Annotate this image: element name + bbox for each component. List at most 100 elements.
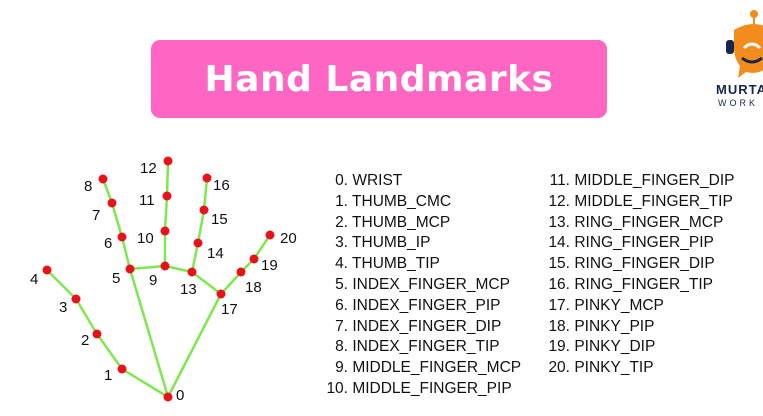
landmark-list-item: 1. THUMB_CMC	[322, 192, 521, 213]
landmark-node-label: 2	[81, 332, 89, 349]
landmark-node	[163, 156, 173, 166]
landmark-name: INDEX_FINGER_MCP	[352, 275, 510, 293]
hand-edge	[128, 268, 170, 398]
page-title: Hand Landmarks	[204, 58, 554, 100]
landmark-name: INDEX_FINGER_TIP	[352, 338, 500, 356]
hand-skeleton-edges	[46, 160, 272, 399]
landmark-node	[71, 294, 81, 304]
landmark-node-label: 6	[104, 235, 112, 252]
landmark-index: 17.	[548, 296, 570, 314]
hand-landmark-nodes	[42, 156, 275, 402]
landmark-node-label: 0	[176, 387, 184, 404]
landmark-name: PINKY_DIP	[574, 338, 656, 356]
landmark-name: MIDDLE_FINGER_DIP	[574, 172, 735, 189]
landmark-list-item: 14. RING_FINGER_PIP	[546, 233, 735, 254]
landmark-node	[42, 265, 52, 275]
landmark-index: 11.	[549, 172, 570, 189]
landmark-list-item: 16. RING_FINGER_TIP	[546, 275, 735, 296]
hand-edge	[163, 195, 169, 232]
landmark-node	[265, 230, 275, 240]
hand-edge	[165, 160, 170, 197]
landmark-index: 10.	[326, 379, 348, 397]
landmark-node-label: 17	[221, 301, 238, 318]
landmark-list-item: 10. MIDDLE_FINGER_PIP	[322, 379, 521, 400]
hand-edge	[95, 333, 124, 370]
landmark-list-item: 13. RING_FINGER_MCP	[546, 213, 735, 234]
landmark-name: THUMB_CMC	[352, 192, 452, 210]
landmark-node	[249, 254, 259, 264]
landmark-node	[199, 205, 209, 215]
logo: MURTA WORK	[712, 0, 763, 130]
landmark-list-item: 7. INDEX_FINGER_DIP	[322, 317, 521, 338]
hand-edge	[220, 271, 242, 295]
hand-edge	[120, 236, 132, 270]
hand-edge	[196, 209, 206, 244]
landmark-node	[98, 174, 108, 184]
landmark-node	[92, 329, 102, 339]
landmark-name: RING_FINGER_TIP	[574, 275, 713, 293]
logo-subtext: WORK	[718, 98, 758, 108]
landmark-list-item: 2. THUMB_MCP	[322, 213, 521, 234]
landmark-list-item: 18. PINKY_PIP	[546, 317, 735, 338]
hand-edge	[129, 264, 166, 271]
landmark-name: PINKY_TIP	[574, 359, 654, 377]
hand-edge	[74, 298, 99, 335]
landmark-node-label: 11	[139, 192, 155, 209]
hand-edge	[110, 202, 124, 238]
landmark-node-label: 14	[207, 245, 224, 262]
landmark-name: MIDDLE_FINGER_PIP	[352, 379, 512, 397]
landmark-index: 19.	[548, 338, 570, 356]
robot-head-icon	[726, 10, 763, 78]
landmark-node	[202, 173, 212, 183]
landmark-node-label: 15	[211, 211, 228, 228]
landmark-node-label: 8	[84, 178, 92, 195]
landmark-node-label: 10	[137, 230, 154, 247]
landmark-list-item: 6. INDEX_FINGER_PIP	[322, 296, 521, 317]
landmark-node-label: 13	[180, 281, 197, 298]
landmark-index: 7.	[335, 317, 348, 335]
landmark-index: 18.	[548, 317, 570, 335]
landmark-node-label: 20	[280, 230, 297, 247]
landmark-name: THUMB_IP	[352, 234, 431, 252]
landmark-name: WRIST	[352, 172, 403, 189]
landmark-name: INDEX_FINGER_PIP	[352, 296, 501, 314]
landmark-list-item: 11. MIDDLE_FINGER_DIP	[546, 171, 735, 192]
landmark-node	[193, 238, 203, 248]
landmark-index: 6.	[335, 296, 348, 314]
title-banner: Hand Landmarks	[151, 40, 607, 118]
landmark-node-label: 5	[112, 270, 120, 287]
landmark-node-label: 4	[30, 271, 38, 288]
landmark-node	[107, 198, 117, 208]
landmark-index: 15.	[548, 255, 570, 273]
landmark-index: 4.	[335, 255, 348, 273]
landmark-node	[125, 264, 135, 274]
landmark-index: 8.	[335, 338, 348, 356]
landmark-index: 9.	[335, 359, 348, 377]
landmark-list-item: 12. MIDDLE_FINGER_TIP	[546, 192, 735, 213]
landmark-name: PINKY_MCP	[574, 296, 664, 314]
hand-edge	[121, 367, 169, 399]
landmark-name: MIDDLE_FINGER_TIP	[574, 192, 733, 210]
landmark-index: 12.	[548, 192, 570, 210]
hand-edge	[252, 234, 272, 260]
landmark-name: RING_FINGER_MCP	[574, 213, 724, 231]
landmark-list-item: 4. THUMB_TIP	[322, 254, 521, 275]
landmark-node-label: 9	[149, 272, 157, 289]
landmark-node-label: 3	[59, 299, 67, 316]
landmark-index: 2.	[335, 213, 348, 231]
landmark-index: 1.	[335, 192, 348, 210]
landmark-node-label: 12	[140, 160, 157, 177]
landmark-list-item: 20. PINKY_TIP	[546, 358, 735, 379]
landmark-name: THUMB_MCP	[352, 213, 451, 231]
hand-edge	[191, 271, 222, 295]
landmark-list-item: 9. MIDDLE_FINGER_MCP	[322, 358, 521, 379]
logo-text: MURTA	[716, 82, 763, 97]
hand-edge	[164, 264, 193, 274]
landmark-node	[216, 289, 226, 299]
landmark-list-item: 5. INDEX_FINGER_MCP	[322, 275, 521, 296]
landmark-index: 14.	[548, 234, 570, 252]
